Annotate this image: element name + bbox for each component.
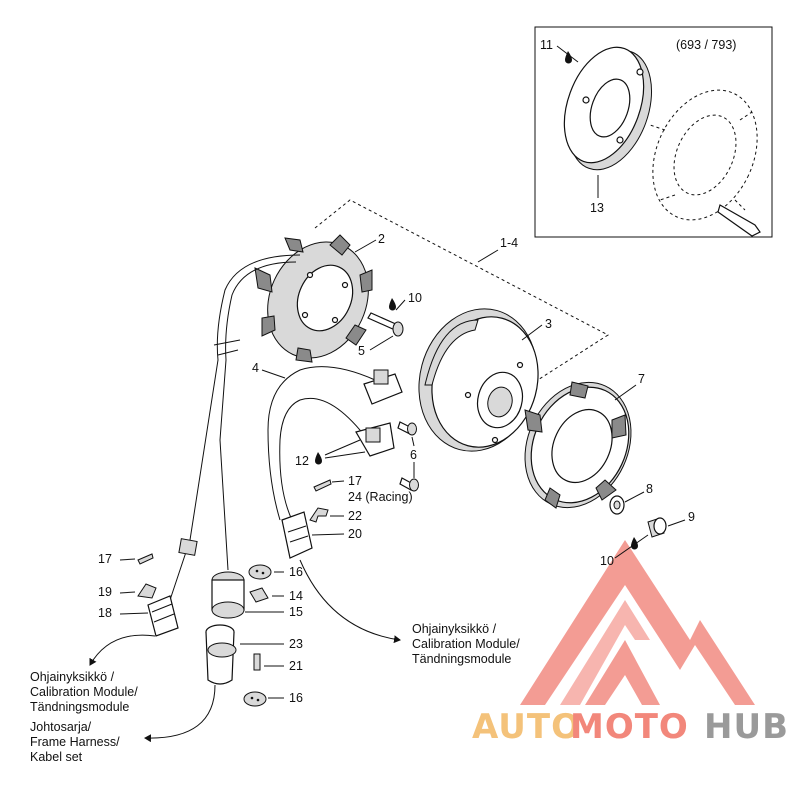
module-left-line-1: Ohjainyksikkö / [30, 670, 115, 684]
bolt-5: 10 5 [358, 291, 422, 358]
callout-16-bottom: 16 [289, 691, 303, 705]
stator: 2 [254, 232, 385, 363]
callout-14: 14 [289, 589, 303, 603]
callout-17-right: 17 [348, 474, 362, 488]
callout-4: 4 [252, 361, 259, 375]
callout-15: 15 [289, 605, 303, 619]
oil-drop-icon [565, 51, 572, 64]
callout-16-top: 16 [289, 565, 303, 579]
callout-10-bottom: 10 [600, 554, 614, 568]
callout-10-top: 10 [408, 291, 422, 305]
watermark-wordmark: AUTO MOTO HUB [472, 707, 789, 747]
inset-model-label: (693 / 793) [676, 38, 736, 52]
arrow-icon [89, 634, 156, 666]
watermark-auto: AUTO [472, 707, 581, 747]
callout-21: 21 [289, 659, 303, 673]
callout-12: 12 [295, 454, 309, 468]
watermark-moto: MOTO [570, 707, 689, 747]
small-parts-right: 16 14 15 23 21 16 [240, 564, 303, 707]
callout-3: 3 [545, 317, 552, 331]
starter-ring: 7 [524, 372, 645, 509]
assembly-bracket: 1-4 [314, 199, 609, 386]
watermark-hub: HUB [704, 707, 789, 747]
small-parts-left: 17 19 18 [98, 552, 157, 620]
callout-20: 20 [348, 527, 362, 541]
harness-line-2: Frame Harness/ [30, 735, 120, 749]
arrow-icon [299, 559, 401, 644]
dashed-rotor [649, 89, 761, 237]
callout-7: 7 [638, 372, 645, 386]
oil-drop-icon [315, 452, 322, 465]
callout-23: 23 [289, 637, 303, 651]
watermark-logo [520, 540, 755, 705]
adapter-plate [563, 46, 653, 171]
harness-line-3: Kabel set [30, 750, 83, 764]
callout-17-left: 17 [98, 552, 112, 566]
inset-box: (693 / 793) 11 13 [534, 26, 773, 238]
inset-callout-13: 13 [590, 201, 604, 215]
stator-harness [147, 254, 301, 685]
oil-drop-icon [631, 537, 638, 550]
callout-24: 24 (Racing) [348, 490, 413, 504]
callout-8: 8 [646, 482, 653, 496]
arrow-icon [144, 684, 216, 743]
callout-1-4: 1-4 [500, 236, 518, 250]
callout-9: 9 [688, 510, 695, 524]
flywheel: 3 [418, 308, 552, 452]
note-module-right: Ohjainyksikkö / Calibration Module/ Tänd… [299, 559, 520, 666]
callout-2: 2 [378, 232, 385, 246]
washer-and-bolt: 8 9 10 [600, 482, 695, 568]
callout-19: 19 [98, 585, 112, 599]
harness-line-1: Johtosarja/ [30, 720, 92, 734]
note-module-left: Ohjainyksikkö / Calibration Module/ Tänd… [30, 634, 156, 714]
module-right-line-2: Calibration Module/ [412, 637, 520, 651]
module-right-line-3: Tändningsmodule [412, 652, 511, 666]
inset-callout-11: 11 [540, 38, 553, 52]
oil-drop-icon [389, 298, 396, 311]
note-harness: Johtosarja/ Frame Harness/ Kabel set [30, 684, 216, 764]
callout-6: 6 [410, 448, 417, 462]
module-left-line-3: Tändningsmodule [30, 700, 129, 714]
trigger-harness: 4 6 12 17 24 (Racing) 22 20 [252, 361, 419, 559]
module-right-line-1: Ohjainyksikkö / [412, 622, 497, 636]
callout-22: 22 [348, 509, 362, 523]
module-left-line-2: Calibration Module/ [30, 685, 138, 699]
callout-18: 18 [98, 606, 112, 620]
callout-5: 5 [358, 344, 365, 358]
